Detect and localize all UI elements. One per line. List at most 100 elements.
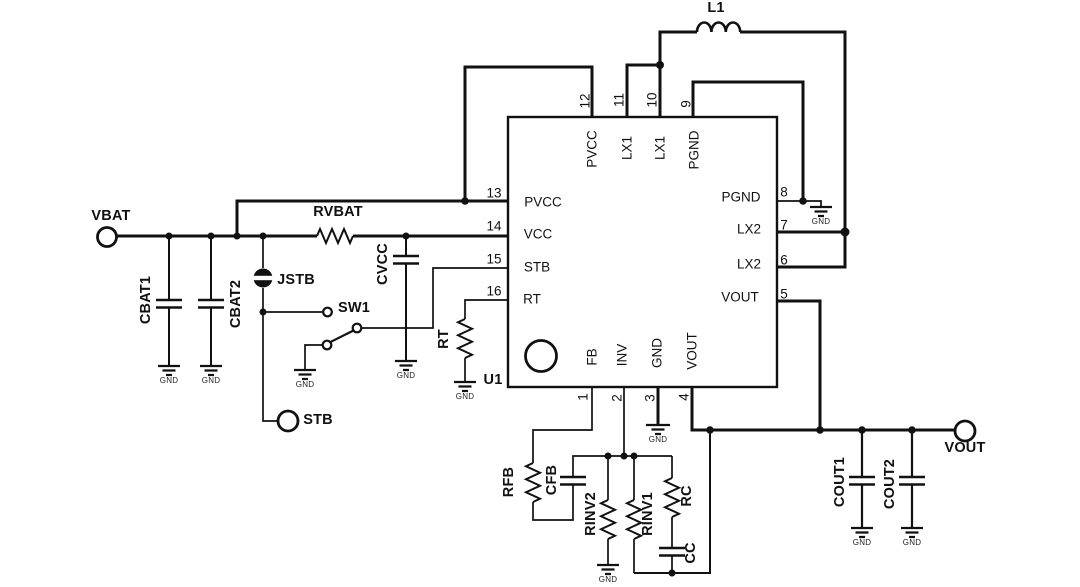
pin-number-12: 12 [577, 93, 593, 109]
sw1-label: SW1 [337, 299, 371, 316]
power-wires [117, 30, 954, 432]
gnd-symbol-sw1 [294, 368, 316, 381]
resistor-zigzag [662, 477, 682, 518]
jstb-label: JSTB [277, 271, 315, 288]
wire-lx2-pin6 [777, 232, 847, 269]
resistor-zigzag [455, 318, 475, 359]
rfb-resistor [523, 462, 543, 503]
gnd-label: GND [295, 380, 315, 389]
pin-number-16: 16 [486, 283, 502, 299]
rinv2-label: RINV2 [582, 492, 599, 536]
signal-wires [262, 200, 822, 574]
rinv1-label: RINV1 [639, 492, 656, 536]
wire-rt-net [464, 299, 508, 382]
rinv2-resistor [598, 499, 618, 540]
ic-refdes-label: U1 [483, 371, 503, 388]
pin-name-vcc: VCC [523, 226, 553, 242]
rinv1-resistor [624, 499, 644, 540]
pin-number-9: 9 [678, 100, 694, 108]
inductor-coil [695, 21, 742, 33]
gnd-label: GND [159, 376, 179, 385]
wire-inv-line [572, 455, 672, 477]
vout-terminal-label: VOUT [944, 439, 986, 456]
pin-name-lx1-b: LX1 [652, 135, 668, 161]
pin-name-vout-bottom: VOUT [684, 332, 700, 370]
pin-number-15: 15 [486, 251, 502, 267]
pin-name-lx1-a: LX1 [619, 135, 635, 161]
rvbat-resistor [316, 226, 354, 246]
switch-pole [351, 322, 363, 334]
wire-pin12-loop [463, 65, 594, 201]
wire-stb-pin15 [361, 267, 508, 329]
pin-name-pvcc-left: PVCC [524, 194, 562, 210]
stb-terminal [276, 409, 300, 433]
wire-fb-net [532, 387, 593, 521]
pin-name-lx2-b: LX2 [736, 256, 762, 272]
wire-l1-right [740, 30, 847, 232]
gnd-label: GND [811, 217, 831, 226]
cfb-label: CFB [543, 464, 560, 496]
cbat2-label: CBAT2 [227, 279, 244, 329]
ground-symbols [158, 205, 923, 576]
cvcc-capacitor [393, 236, 419, 361]
pin-number-4: 4 [676, 393, 692, 401]
gnd-label: GND [852, 538, 872, 547]
pin-number-10: 10 [644, 92, 660, 108]
wire-pin8-gnd [777, 200, 822, 207]
resistor-zigzag [316, 226, 354, 246]
vbat-terminal-label: VBAT [91, 207, 131, 224]
stb-terminal-label: STB [303, 411, 333, 428]
rfb-label: RFB [500, 466, 517, 498]
pin-number-5: 5 [780, 286, 788, 302]
pin-number-13: 13 [486, 185, 502, 201]
gnd-label: GND [648, 435, 668, 444]
pin-number-2: 2 [609, 394, 625, 402]
pin-number-3: 3 [642, 394, 658, 402]
cbat2-capacitor [198, 236, 224, 366]
wire-pvcc-line [235, 199, 508, 236]
cout2-capacitor [899, 430, 925, 528]
gnd-label: GND [201, 376, 221, 385]
gnd-symbol-cbat1 [158, 364, 180, 377]
rt-label: RT [435, 329, 452, 349]
pin-name-pvcc-top: PVCC [584, 130, 600, 168]
cap-plates [393, 254, 419, 265]
rc-label: RC [678, 485, 695, 507]
gnd-symbol-rinv2 [597, 563, 619, 576]
pin-name-stb: STB [523, 259, 551, 275]
gnd-symbol-pin8 [810, 205, 832, 218]
cc-capacitor [659, 546, 685, 557]
cvcc-label: CVCC [374, 243, 391, 285]
pin-name-pgnd-top: PGND [686, 130, 702, 170]
gnd-label: GND [396, 371, 416, 380]
cout1-label: COUT1 [831, 456, 848, 508]
resistor-zigzag [598, 499, 618, 540]
gnd-label: GND [598, 575, 618, 584]
pin-name-fb: FB [584, 348, 600, 366]
cout1-capacitor [849, 430, 875, 528]
cap-plates [849, 475, 875, 486]
ic-body [506, 115, 779, 389]
ic-pin1-marker [524, 339, 558, 373]
gnd-label: GND [902, 538, 922, 547]
pin-number-1: 1 [575, 393, 591, 401]
cap-plates [156, 298, 182, 309]
rt-resistor [455, 318, 475, 359]
pin-name-inv: INV [614, 343, 630, 367]
resistor-zigzag [624, 499, 644, 540]
l1-inductor [695, 21, 742, 33]
l1-label: L1 [707, 0, 725, 16]
cc-label: CC [682, 542, 699, 564]
pin-number-8: 8 [780, 184, 788, 200]
wire-sw1-gnd [304, 344, 322, 370]
wire-comp-return [634, 430, 711, 574]
gnd-label: GND [455, 392, 475, 401]
pin-number-11: 11 [611, 92, 627, 108]
switch-arm [330, 329, 354, 343]
pin-name-pgnd-right: PGND [721, 189, 761, 205]
pin-name-gnd: GND [649, 338, 665, 368]
pin-name-lx2-a: LX2 [736, 221, 762, 237]
sw1-switch [321, 306, 363, 351]
